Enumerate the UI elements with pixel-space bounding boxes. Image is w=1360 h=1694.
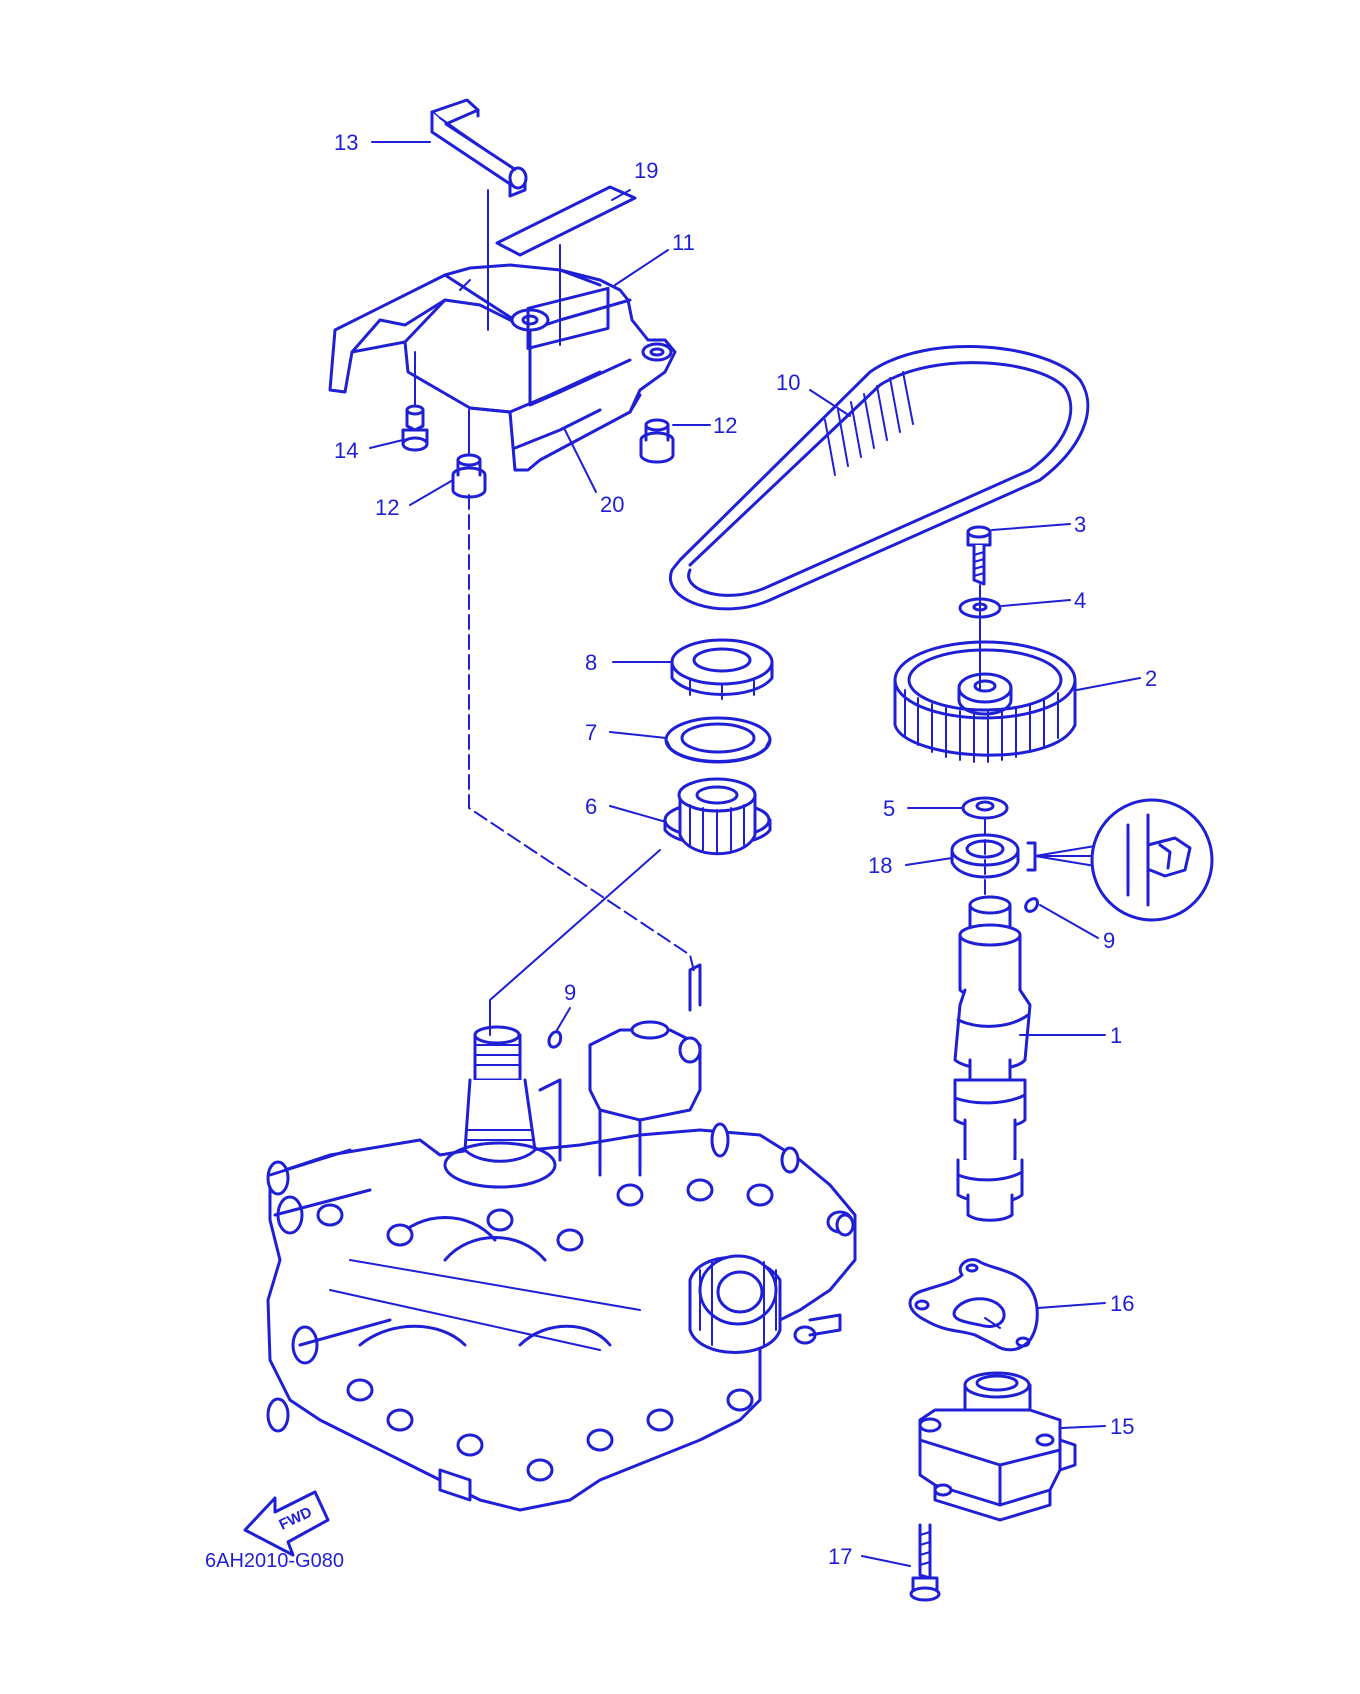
callout-3: 3: [1074, 512, 1086, 537]
callout-7: 7: [585, 720, 597, 745]
part-10-timing-belt: [668, 345, 1090, 611]
part-7-washer: [664, 716, 772, 764]
part-2-cam-sprocket: [893, 640, 1077, 763]
callout-15: 15: [1110, 1414, 1134, 1439]
part-15-oil-pump: [918, 1371, 1077, 1522]
part-8-nut: [670, 638, 774, 700]
fwd-arrow: FWD: [243, 1490, 330, 1557]
part-13-seal-strip: [430, 98, 528, 198]
part-19-label: [495, 185, 637, 257]
callout-14: 14: [334, 438, 358, 463]
callout-18: 18: [868, 853, 892, 878]
part-17-bolt: [909, 1523, 941, 1602]
callout-11: 11: [672, 230, 695, 255]
part-3-bolt: [966, 525, 992, 586]
callout-10: 10: [776, 370, 800, 395]
callout-1: 1: [1110, 1023, 1122, 1048]
callout-17: 17: [828, 1544, 852, 1569]
callout-13: 13: [334, 130, 358, 155]
callout-19: 19: [634, 158, 658, 183]
cylinder-block: [266, 963, 857, 1512]
callout-4: 4: [1074, 588, 1086, 613]
part-1-camshaft: [953, 895, 1032, 1222]
part-6-drive-pulley: [663, 777, 772, 856]
callout-labels: 13 19 11 10 12 14 12 20 3 4 8 2 7 6 5 18…: [334, 130, 1157, 1569]
callout-20: 20: [600, 492, 624, 517]
part-9-key-left: [547, 1030, 563, 1049]
part-12-grommet-left: [451, 453, 487, 499]
callout-12-left: 12: [375, 495, 399, 520]
callout-12-right: 12: [713, 413, 737, 438]
part-9-key-right: [1024, 897, 1039, 913]
callout-9-right: 9: [1103, 928, 1115, 953]
callout-2: 2: [1145, 666, 1157, 691]
seal-detail-inset: [1090, 798, 1214, 922]
part-16-gasket: [908, 1258, 1039, 1352]
callout-6: 6: [585, 794, 597, 819]
part-18-oil-seal: [950, 833, 1096, 879]
part-11-cover: [328, 263, 677, 472]
part-12-grommet-right: [639, 418, 675, 464]
callout-9-left: 9: [564, 980, 576, 1005]
callout-5: 5: [883, 796, 895, 821]
callout-16: 16: [1110, 1291, 1134, 1316]
part-code: 6AH2010-G080: [205, 1550, 344, 1572]
callout-8: 8: [585, 650, 597, 675]
part-5-washer: [961, 796, 1009, 820]
part-14-bolt: [401, 404, 429, 452]
leader-lines: [369, 141, 1141, 1567]
